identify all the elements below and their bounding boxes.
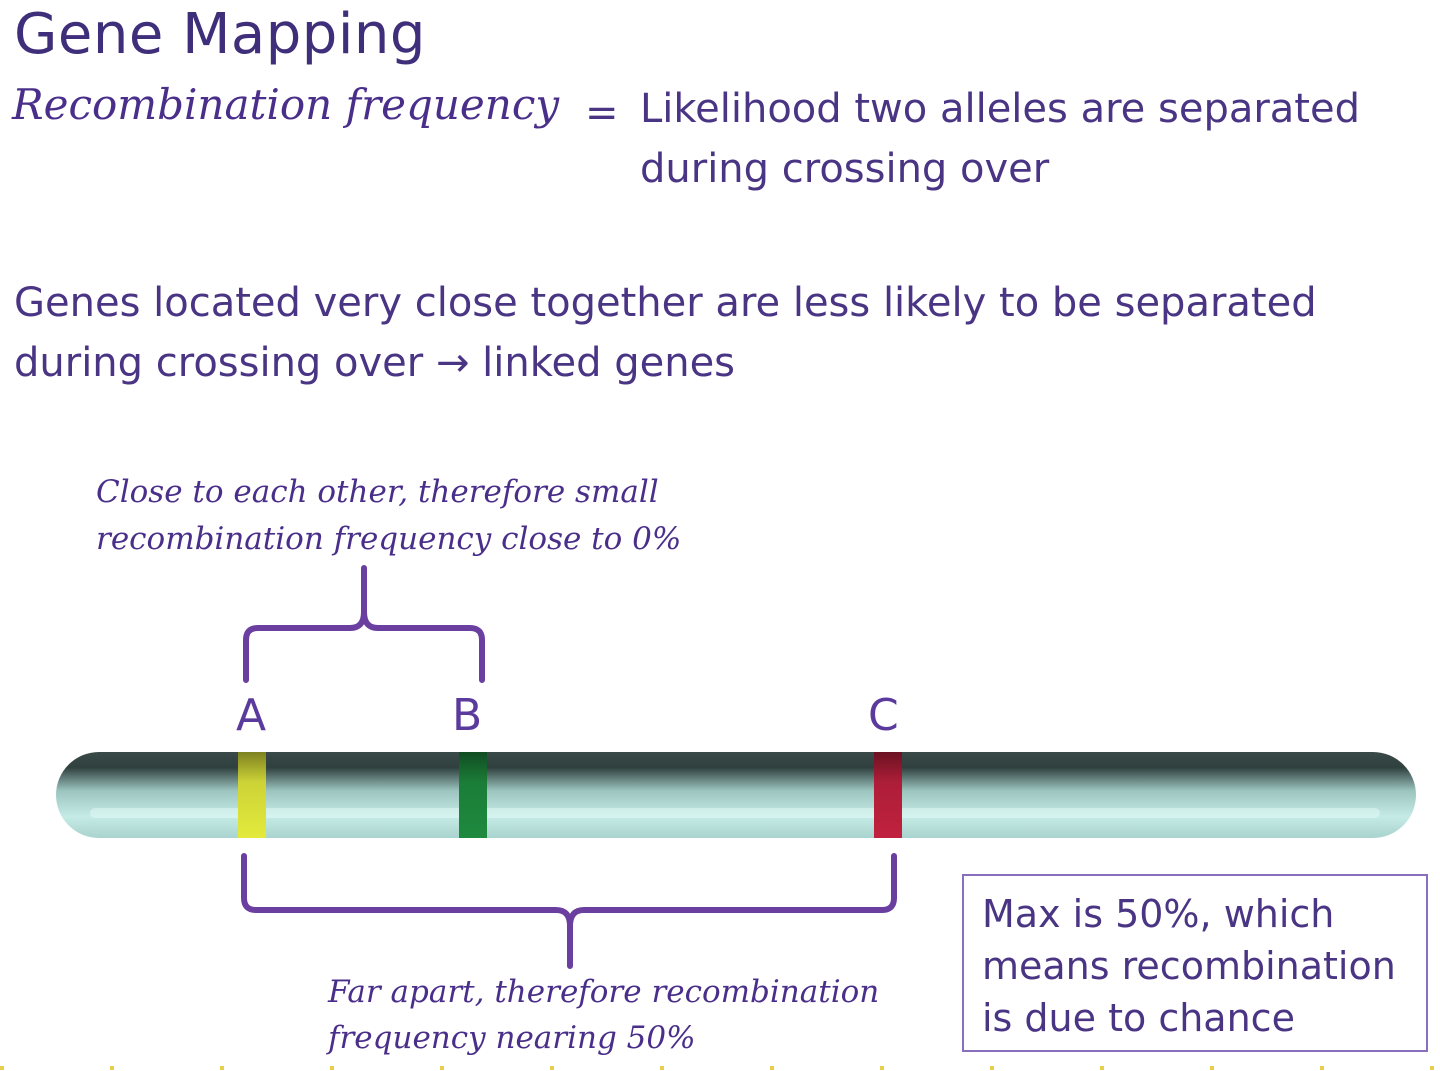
slide-title: Gene Mapping: [14, 2, 426, 67]
definition-line-1: Likelihood two alleles are separated: [640, 86, 1360, 132]
definition-line-2: during crossing over: [640, 146, 1050, 192]
bottom-dotted-border: [0, 1066, 1440, 1070]
equals-sign: =: [585, 90, 619, 136]
close-bracket: [243, 565, 485, 683]
far-note-line-2: frequency nearing 50%: [328, 1020, 696, 1056]
statement-line-2: during crossing over → linked genes: [14, 340, 736, 386]
chromosome-highlight: [90, 808, 1380, 818]
gene-label-b: B: [452, 690, 483, 741]
gene-label-c: C: [868, 690, 899, 741]
close-note-line-1: Close to each other, therefore small: [96, 474, 659, 510]
max-recombination-box: Max is 50%, which means recombination is…: [962, 874, 1428, 1052]
term-recombination-frequency: Recombination frequency: [12, 80, 560, 129]
close-note-line-2: recombination frequency close to 0%: [96, 521, 682, 557]
max-box-line-3: is due to chance: [982, 996, 1295, 1040]
gene-label-a: A: [236, 690, 267, 741]
far-bracket: [241, 853, 897, 969]
far-note-line-1: Far apart, therefore recombination: [328, 974, 880, 1010]
max-box-line-2: means recombination: [982, 944, 1396, 988]
max-box-line-1: Max is 50%, which: [982, 892, 1335, 936]
statement-line-1: Genes located very close together are le…: [14, 280, 1317, 326]
